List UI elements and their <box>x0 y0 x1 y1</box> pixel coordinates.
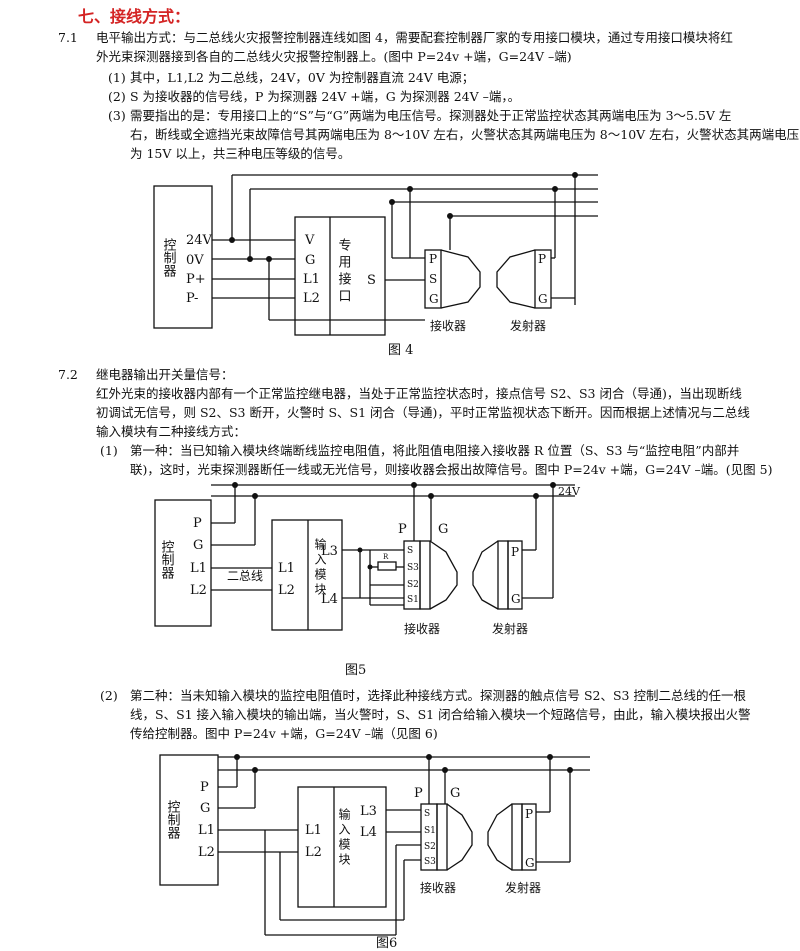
terminal-p: P <box>193 516 202 531</box>
module-pin-l4: L4 <box>321 592 338 607</box>
emitter-pin-g: G <box>525 856 535 870</box>
module-pin-l1: L1 <box>303 272 320 287</box>
receiver-pin-s2: S2 <box>407 580 419 590</box>
terminal-g: G <box>200 801 210 816</box>
module-pin-l3: L3 <box>360 804 377 819</box>
figure-6-caption: 图6 <box>376 936 397 951</box>
interface-module-box <box>294 216 386 336</box>
receiver-pin-s: S <box>424 809 430 819</box>
terminal-g: G <box>193 538 203 553</box>
terminal-p: P <box>200 780 209 795</box>
receiver-pin-p: P <box>429 252 437 266</box>
receiver-g-label: G <box>438 522 448 537</box>
module-pin-l3: L3 <box>321 544 338 559</box>
receiver-pin-s3: S3 <box>407 563 419 573</box>
list-item-continued: 为 15V 以上，共三种电压等级的信号。 <box>130 146 351 161</box>
module-pin-s: S <box>367 273 376 288</box>
list-item: 线，S、S1 接入输入模块的输出端，当火警时，S、S1 闭合给输入模块一个短路信… <box>130 707 751 722</box>
controller-box <box>159 754 219 886</box>
module-pin-l2: L2 <box>278 583 295 598</box>
paragraph-line: 电平输出方式：与二总线火灾报警控制器连线如图 4，需要配套控制器厂家的专用接口模… <box>96 30 733 45</box>
list-item: 其中，L1,L2 为二总线，24V，0V 为控制器直流 24V 电源； <box>130 70 475 85</box>
receiver-label: 接收器 <box>420 880 456 895</box>
receiver-pin-s1: S1 <box>424 826 436 836</box>
terminal-24v: 24V <box>186 233 213 248</box>
list-number: (3) <box>108 108 126 123</box>
paragraph-line: 红外光束的接收器内部有一个正常监控继电器，当处于正常监控状态时，接点信号 S2、… <box>96 386 742 401</box>
controller-label: 控制器 <box>165 800 181 840</box>
terminal-l1: L1 <box>198 823 215 838</box>
module-title: 专用接口 <box>336 238 352 306</box>
list-number: (2) <box>108 89 126 104</box>
list-item-continued: 右，断线或全遮挡光束故障信号其两端电压为 8～10V 左右，火警状态其两端电压为… <box>130 127 800 142</box>
input-module-box <box>297 786 387 908</box>
emitter-pin-p: P <box>511 545 519 559</box>
terminal-p-plus: P+ <box>186 272 206 287</box>
module-pin-l1: L1 <box>305 823 322 838</box>
list-item: 联)，这时，光束探测器断任一线或无光信号，则接收器会报出故障信号。图中 P=24… <box>130 462 773 477</box>
module-pin-g: G <box>305 253 315 268</box>
list-number: (1) <box>100 443 118 458</box>
list-item: S 为接收器的信号线，P 为探测器 24V +端，G 为探测器 24V –端，。 <box>130 89 521 104</box>
controller-label: 控制器 <box>159 540 175 580</box>
receiver-pin-g: G <box>429 292 439 306</box>
emitter-label: 发射器 <box>505 880 541 895</box>
receiver-p-label: P <box>414 786 423 801</box>
receiver-pin-s: S <box>407 546 413 556</box>
figure-5-caption: 图5 <box>345 663 366 678</box>
receiver-box <box>424 249 442 309</box>
module-pin-l2: L2 <box>305 845 322 860</box>
list-item: 传给控制器。图中 P=24v +端，G=24V –端（见图 6) <box>130 726 438 741</box>
terminal-p-minus: P- <box>186 291 198 306</box>
paragraph-line: 输入模块有二种接线方式： <box>96 424 247 439</box>
controller-box <box>153 185 213 329</box>
section-title: 继电器输出开关量信号： <box>96 367 234 382</box>
section-heading: 七、接线方式： <box>78 7 191 26</box>
emitter-pin-p: P <box>538 252 546 266</box>
terminal-l2: L2 <box>198 845 215 860</box>
emitter-pin-p: P <box>525 807 533 821</box>
list-number: (1) <box>108 70 126 85</box>
terminal-l1: L1 <box>190 561 207 576</box>
paragraph-line: 外光束探测器接到各自的二总线火灾报警控制器上。(图中 P=24v +端，G=24… <box>96 49 572 64</box>
receiver-pin-s1: S1 <box>407 595 419 605</box>
module-title: 输入模块 <box>337 807 351 868</box>
section-number: 7.2 <box>58 367 78 382</box>
emitter-label: 发射器 <box>510 318 546 333</box>
terminal-l2: L2 <box>190 583 207 598</box>
figure-4-caption: 图 4 <box>388 343 413 358</box>
list-item: 需要指出的是：专用接口上的“S”与“G”两端为电压信号。探测器处于正常监控状态其… <box>130 108 732 123</box>
module-title: 输入模块 <box>313 537 327 598</box>
receiver-g-label: G <box>450 786 460 801</box>
module-pin-l2: L2 <box>303 291 320 306</box>
emitter-pin-g: G <box>538 292 548 306</box>
receiver-pin-s: S <box>429 272 437 286</box>
receiver-label: 接收器 <box>404 621 440 636</box>
bus-label: 二总线 <box>227 569 263 583</box>
label-24v: 24V <box>558 485 581 498</box>
receiver-pin-s2: S2 <box>424 842 436 852</box>
paragraph-line: 初调试无信号，则 S2、S3 断开，火警时 S、S1 闭合（导通)，平时正常监视… <box>96 405 750 420</box>
figure-6-diagram: 控制器 P G L1 L2 L1 L2 输入模块 L3 L4 S S1 S2 S… <box>159 754 590 951</box>
module-pin-l4: L4 <box>360 825 377 840</box>
list-item: 第二种：当未知输入模块的监控电阻值时，选择此种接线方式。探测器的触点信号 S2、… <box>130 688 746 703</box>
receiver-p-label: P <box>398 522 407 537</box>
figure-4-diagram: 控制器 24V 0V P+ P- V G L1 L2 专用接口 S P S G … <box>153 172 598 358</box>
emitter-label: 发射器 <box>492 621 528 636</box>
emitter-box <box>534 249 552 309</box>
list-number: (2) <box>100 688 118 703</box>
terminal-0v: 0V <box>186 253 204 268</box>
module-pin-v: V <box>304 233 315 248</box>
receiver-label: 接收器 <box>430 318 466 333</box>
resistor-label: R <box>383 553 389 561</box>
emitter-pin-g: G <box>511 592 521 606</box>
list-item: 第一种：当已知输入模块终端断线监控电阻值，将此阻值电阻接入接收器 R 位置（S、… <box>130 443 740 458</box>
input-module-box <box>271 519 343 631</box>
controller-box <box>154 499 212 627</box>
figure-5-diagram: 24V 控制器 P G L1 L2 二总线 L1 L2 输入模块 L3 L4 R… <box>154 482 581 678</box>
section-number: 7.1 <box>58 30 78 45</box>
controller-label-char: 控制器 <box>161 238 177 278</box>
module-pin-l1: L1 <box>278 561 295 576</box>
receiver-pin-s3: S3 <box>424 857 436 867</box>
